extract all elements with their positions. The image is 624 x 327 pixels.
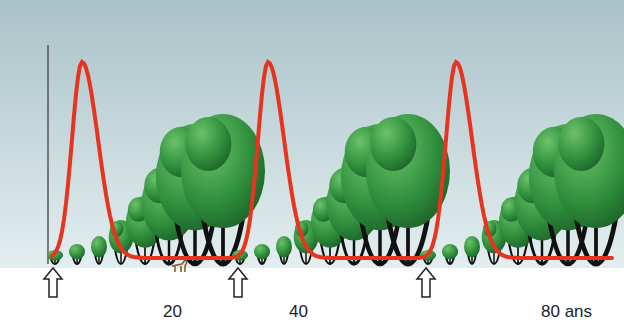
up-arrow: [44, 268, 62, 297]
crown: [554, 114, 624, 228]
tree: [254, 244, 270, 264]
disturbance-arrows: [44, 268, 435, 297]
tree: [69, 244, 85, 264]
tree: [554, 114, 624, 264]
crown: [370, 117, 416, 171]
background: [0, 0, 624, 268]
red-curve: [52, 62, 612, 258]
up-arrow: [417, 268, 435, 297]
crown: [558, 117, 604, 171]
up-arrow: [229, 268, 247, 297]
crown: [69, 244, 85, 259]
axis-tick-label: 40: [289, 302, 308, 322]
crown: [185, 117, 231, 171]
y-axis: [47, 45, 49, 264]
tree: [464, 236, 480, 264]
crown: [91, 236, 107, 257]
crown: [254, 244, 270, 259]
tree: [276, 236, 292, 264]
axis-tick-label: 20: [163, 302, 182, 322]
tree-growth: [47, 114, 624, 264]
crown: [464, 236, 480, 257]
crown: [442, 244, 458, 259]
crown: [276, 236, 292, 257]
deer: [172, 260, 187, 272]
tree: [91, 236, 107, 264]
tree: [366, 114, 450, 264]
tree: [442, 244, 458, 264]
axis-tick-label: 80 ans: [541, 302, 592, 322]
